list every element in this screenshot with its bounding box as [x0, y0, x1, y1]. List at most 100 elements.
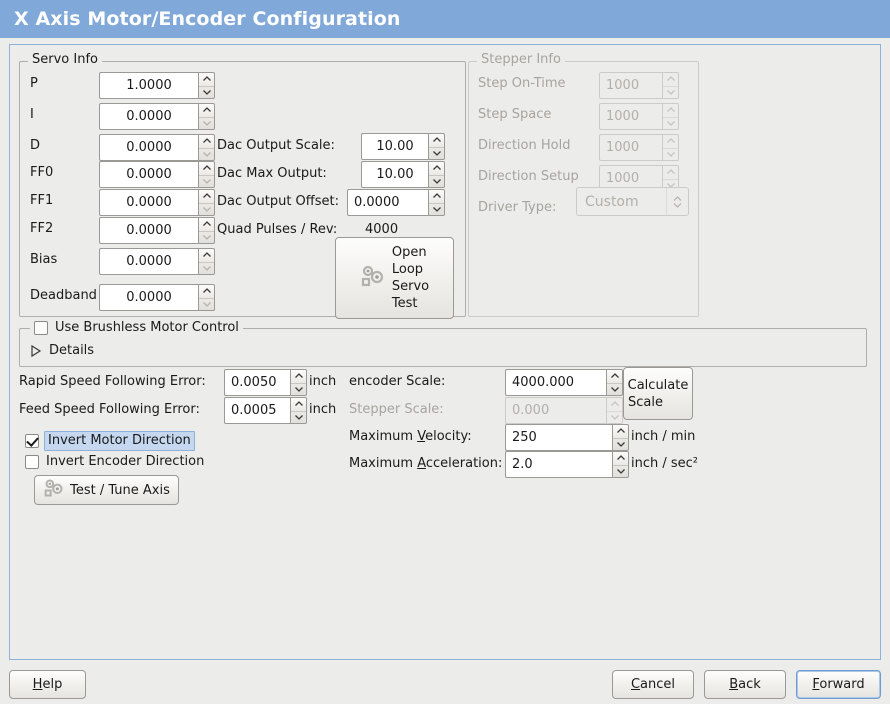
stepper-up[interactable]: [199, 249, 214, 262]
step-space-value[interactable]: 1000: [599, 103, 662, 130]
stepper-scale-stepper[interactable]: [606, 397, 623, 424]
stepper-scale-value[interactable]: 0.000: [505, 397, 606, 424]
servo-input-i-stepper[interactable]: [198, 103, 215, 130]
stepper-up[interactable]: [199, 135, 214, 148]
servo-input-ff2[interactable]: 0.0000: [99, 217, 215, 244]
forward-button[interactable]: Forward: [796, 670, 881, 699]
stepper-down[interactable]: [607, 410, 622, 424]
open-loop-servo-test-button[interactable]: Open Loop Servo Test: [335, 237, 454, 319]
stepper-down[interactable]: [663, 116, 678, 130]
step-on-time-stepper[interactable]: [662, 72, 679, 99]
direction-hold-value[interactable]: 1000: [599, 134, 662, 161]
servo-input-p-stepper[interactable]: [198, 72, 215, 99]
stepper-down[interactable]: [607, 382, 622, 396]
stepper-down[interactable]: [291, 410, 306, 424]
stepper-up[interactable]: [613, 425, 628, 438]
servo-input-p[interactable]: 1.0000: [99, 72, 215, 99]
stepper-down[interactable]: [291, 382, 306, 396]
direction-hold-stepper[interactable]: [662, 134, 679, 161]
stepper-up[interactable]: [663, 135, 678, 148]
stepper-down[interactable]: [429, 146, 444, 160]
stepper-down[interactable]: [613, 464, 628, 478]
stepper-down[interactable]: [199, 116, 214, 130]
rapid-following-error-stepper[interactable]: [290, 369, 307, 396]
stepper-up[interactable]: [663, 104, 678, 117]
step-on-time-value[interactable]: 1000: [599, 72, 662, 99]
dac-max-output-input[interactable]: 10.00: [361, 161, 445, 188]
rapid-following-error-input[interactable]: 0.0050: [224, 369, 307, 396]
servo-input-deadband-value[interactable]: 0.0000: [99, 284, 198, 311]
servo-input-d-stepper[interactable]: [198, 134, 215, 161]
servo-input-bias[interactable]: 0.0000: [99, 248, 215, 275]
driver-type-combo[interactable]: Custom: [576, 187, 689, 216]
use-brushless-checkbox[interactable]: [34, 321, 48, 335]
maximum-acceleration-stepper[interactable]: [612, 451, 629, 478]
servo-input-deadband[interactable]: 0.0000: [99, 284, 215, 311]
stepper-up[interactable]: [663, 73, 678, 86]
calculate-scale-button[interactable]: Calculate Scale: [623, 367, 693, 420]
back-button[interactable]: Back: [704, 670, 786, 699]
servo-input-ff1[interactable]: 0.0000: [99, 189, 215, 216]
servo-input-ff1-value[interactable]: 0.0000: [99, 189, 198, 216]
stepper-down[interactable]: [199, 174, 214, 188]
stepper-up[interactable]: [429, 134, 444, 147]
stepper-up[interactable]: [291, 398, 306, 411]
stepper-up[interactable]: [663, 166, 678, 179]
stepper-down[interactable]: [663, 85, 678, 99]
stepper-down[interactable]: [663, 147, 678, 161]
step-space-stepper[interactable]: [662, 103, 679, 130]
stepper-up[interactable]: [199, 104, 214, 117]
stepper-up[interactable]: [429, 162, 444, 175]
encoder-scale-stepper[interactable]: [606, 369, 623, 396]
stepper-up[interactable]: [607, 398, 622, 411]
servo-input-bias-stepper[interactable]: [198, 248, 215, 275]
invert-motor-direction-row[interactable]: Invert Motor Direction: [25, 431, 195, 451]
invert-motor-direction-checkbox[interactable]: [25, 434, 39, 448]
servo-input-ff0-value[interactable]: 0.0000: [99, 161, 198, 188]
details-expander[interactable]: Details: [30, 343, 94, 359]
stepper-scale-input[interactable]: 0.000: [505, 397, 623, 424]
stepper-down[interactable]: [199, 85, 214, 99]
maximum-velocity-input[interactable]: 250: [505, 424, 629, 451]
stepper-up[interactable]: [429, 190, 444, 203]
dac-output-offset-stepper[interactable]: [428, 189, 445, 216]
dac-max-output-stepper[interactable]: [428, 161, 445, 188]
test-tune-axis-button[interactable]: Test / Tune Axis: [34, 475, 179, 505]
stepper-up[interactable]: [291, 370, 306, 383]
stepper-up[interactable]: [199, 162, 214, 175]
servo-input-bias-value[interactable]: 0.0000: [99, 248, 198, 275]
chevron-updown-icon[interactable]: [666, 188, 688, 215]
stepper-up[interactable]: [199, 190, 214, 203]
use-brushless-motor-control-row[interactable]: Use Brushless Motor Control: [30, 320, 243, 336]
invert-encoder-direction-row[interactable]: Invert Encoder Direction: [25, 454, 204, 470]
stepper-up[interactable]: [607, 370, 622, 383]
stepper-down[interactable]: [199, 230, 214, 244]
stepper-up[interactable]: [199, 285, 214, 298]
dac-output-scale-stepper[interactable]: [428, 133, 445, 160]
servo-input-ff2-stepper[interactable]: [198, 217, 215, 244]
stepper-down[interactable]: [199, 261, 214, 275]
stepper-down[interactable]: [429, 202, 444, 216]
servo-input-p-value[interactable]: 1.0000: [99, 72, 198, 99]
feed-following-error-input[interactable]: 0.0005: [224, 397, 307, 424]
stepper-up[interactable]: [613, 452, 628, 465]
stepper-down[interactable]: [199, 202, 214, 216]
servo-input-ff0[interactable]: 0.0000: [99, 161, 215, 188]
stepper-down[interactable]: [199, 297, 214, 311]
cancel-button[interactable]: Cancel: [612, 670, 694, 699]
dac-output-offset-value[interactable]: 0.0000: [347, 189, 428, 216]
feed-following-error-value[interactable]: 0.0005: [224, 397, 290, 424]
servo-input-d[interactable]: 0.0000: [99, 134, 215, 161]
servo-input-ff0-stepper[interactable]: [198, 161, 215, 188]
feed-following-error-stepper[interactable]: [290, 397, 307, 424]
maximum-velocity-stepper[interactable]: [612, 424, 629, 451]
stepper-down[interactable]: [429, 174, 444, 188]
rapid-following-error-value[interactable]: 0.0050: [224, 369, 290, 396]
stepper-down[interactable]: [613, 437, 628, 451]
maximum-velocity-value[interactable]: 250: [505, 424, 612, 451]
step-on-time-input[interactable]: 1000: [599, 72, 679, 99]
servo-input-d-value[interactable]: 0.0000: [99, 134, 198, 161]
stepper-up[interactable]: [199, 218, 214, 231]
encoder-scale-input[interactable]: 4000.000: [505, 369, 623, 396]
servo-input-deadband-stepper[interactable]: [198, 284, 215, 311]
